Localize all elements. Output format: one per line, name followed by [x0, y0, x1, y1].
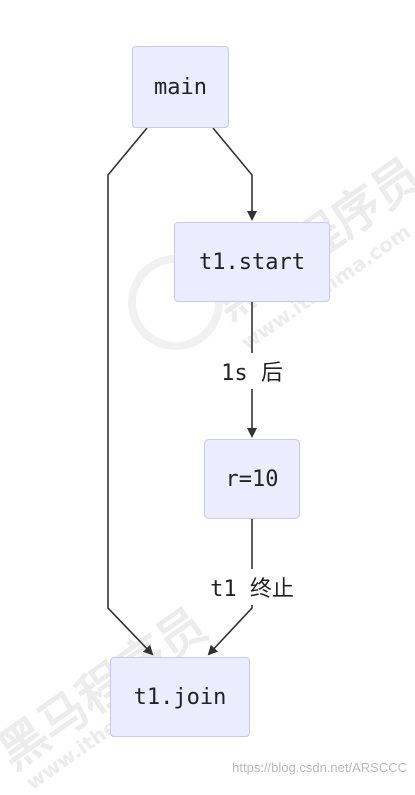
node-assign-label: r=10 [225, 466, 279, 492]
node-t1-start-label: t1.start [199, 249, 305, 275]
edge-main-to-join [107, 127, 154, 656]
node-t1-join-label: t1.join [133, 684, 227, 710]
node-t1-start: t1.start [174, 222, 330, 302]
edge-main-to-start [212, 127, 257, 221]
node-main: main [132, 46, 229, 128]
edge-assign-to-join [207, 519, 253, 656]
node-t1-join: t1.join [110, 657, 250, 737]
edge-label-after-assign: t1 终止 [206, 569, 298, 605]
node-assign: r=10 [204, 439, 300, 519]
node-main-label: main [154, 74, 207, 100]
source-watermark: https://blog.csdn.net/ARSCCC [232, 760, 407, 775]
edge-label-after-start: 1s 后 [217, 353, 287, 389]
